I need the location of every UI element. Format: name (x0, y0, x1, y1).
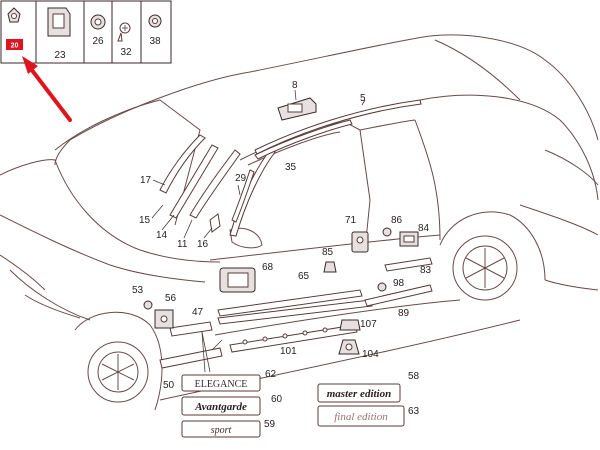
pointer-arrow (22, 56, 72, 122)
badge-avantgarde-text: Avantgarde (194, 401, 247, 413)
callout-63: 63 (408, 406, 420, 417)
callout-5: 5 (360, 93, 366, 104)
callout-35: 35 (285, 162, 297, 173)
model-badges: ELEGANCE Avantgarde sport master edition… (181, 374, 405, 438)
callout-89: 89 (398, 308, 410, 319)
callout-11: 11 (177, 239, 188, 250)
callout-86: 86 (391, 215, 403, 226)
callout-47: 47 (192, 307, 204, 318)
callout-71: 71 (345, 215, 357, 226)
legend-item-38[interactable]: 38 (148, 14, 162, 47)
callout-104: 104 (362, 349, 379, 360)
legend-item-32[interactable]: 32 (117, 22, 132, 58)
badge-master-text: master edition (327, 388, 391, 400)
legend-item-26[interactable]: 26 (90, 14, 106, 47)
badge-final-text: final edition (334, 411, 388, 423)
callout-59: 59 (264, 419, 276, 430)
badge-avantgarde (181, 396, 261, 416)
callout-labels: 8 5 35 17 15 14 11 16 29 71 86 84 85 68 … (132, 80, 432, 430)
highlight-box (6, 39, 23, 50)
callout-98: 98 (393, 278, 405, 289)
badge-elegance-text: ELEGANCE (195, 379, 248, 390)
callout-85: 85 (322, 247, 334, 258)
callout-50: 50 (163, 380, 175, 391)
callout-84: 84 (418, 223, 430, 234)
legend-label-38: 38 (149, 36, 161, 47)
callout-101: 101 (280, 346, 297, 357)
callout-16: 16 (197, 239, 209, 250)
part-trim-strips (159, 99, 433, 369)
badge-sport-text: sport (211, 425, 232, 436)
callout-60: 60 (271, 394, 283, 405)
callout-58: 58 (408, 371, 420, 382)
legend-label-23: 23 (54, 50, 66, 61)
callout-29: 29 (235, 173, 247, 184)
car-outline (0, 34, 599, 411)
legend-item-23[interactable]: 23 (47, 7, 71, 61)
callout-68: 68 (262, 262, 274, 273)
callout-83: 83 (420, 265, 432, 276)
part-clips (143, 97, 419, 355)
legend-label-32: 32 (120, 47, 132, 58)
leader-lines (151, 89, 366, 373)
callout-107: 107 (360, 319, 377, 330)
callout-17: 17 (140, 175, 152, 186)
callout-15: 15 (139, 215, 151, 226)
legend-label-26: 26 (92, 36, 104, 47)
badge-elegance (181, 374, 261, 392)
badge-sport (181, 420, 261, 438)
callout-14: 14 (156, 230, 168, 241)
callout-8: 8 (292, 80, 298, 91)
legend-label-highlighted: 20 (11, 43, 19, 50)
legend-frame (0, 0, 172, 64)
callout-53: 53 (132, 285, 144, 296)
callout-62: 62 (265, 369, 277, 380)
badge-master-edition (317, 383, 401, 403)
parts-legend: 20 23 26 32 38 (0, 0, 172, 64)
callout-65: 65 (298, 271, 310, 282)
badge-final-edition (317, 405, 405, 427)
legend-item-highlighted[interactable]: 20 (6, 7, 23, 50)
callout-56: 56 (165, 293, 177, 304)
